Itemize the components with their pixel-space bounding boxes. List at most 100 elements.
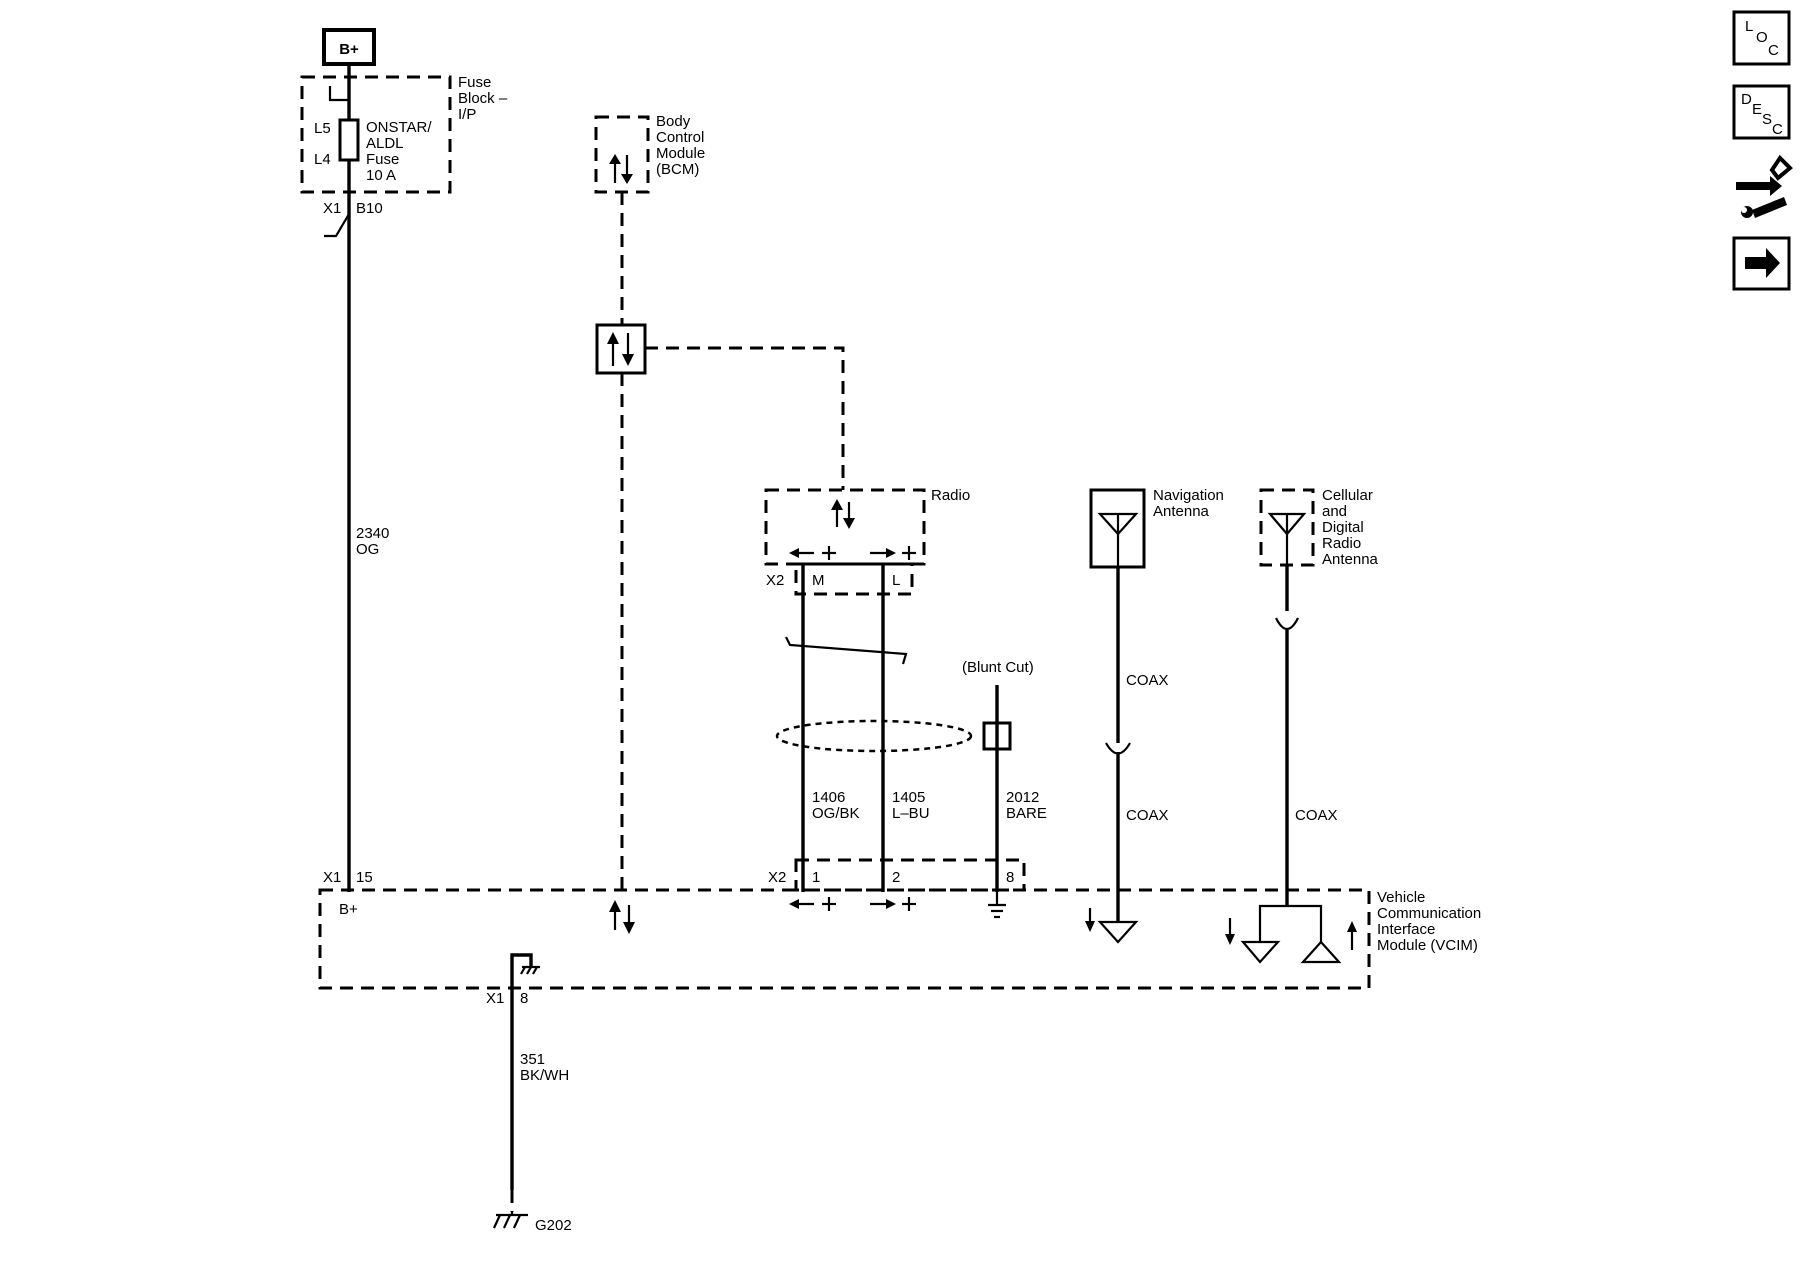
radio-pin-m: M: [812, 572, 825, 589]
nav-antenna-icon: [1097, 512, 1139, 567]
fuse-name-2: ALDL: [366, 135, 404, 152]
battery-box: B+: [322, 28, 376, 66]
nav-coax-label-1: COAX: [1126, 672, 1169, 689]
svg-text:D: D: [1741, 91, 1752, 108]
battery-label: B+: [339, 41, 359, 58]
vcim-pin-1: 1: [812, 869, 820, 886]
vcim-x2-connector: [794, 858, 1026, 892]
radio-pin-l: L: [892, 572, 900, 589]
radio-pin-m-arrow-icon: [789, 546, 836, 560]
wire-2340-circuit: 2340: [356, 525, 389, 542]
cell-antenna-icon: [1267, 512, 1307, 565]
cell-antenna-label-5: Antenna: [1322, 551, 1379, 568]
fuse-name-1: ONSTAR/: [366, 119, 432, 136]
twisted-pair-symbol: [785, 636, 908, 665]
service-tools-icon[interactable]: [1732, 154, 1793, 225]
radio-conn-x2: X2: [766, 572, 784, 589]
svg-text:L: L: [1745, 18, 1753, 35]
svg-text:C: C: [1772, 121, 1783, 138]
nav-coax-connector: [1105, 742, 1131, 755]
bcm-serial-data-icon: [609, 154, 633, 184]
fuse-block-label-2: Block –: [458, 90, 508, 107]
bcm-label-3: Module: [656, 145, 705, 162]
radio-x2-connector: [794, 562, 914, 596]
wire-2340-color: OG: [356, 541, 379, 558]
blunt-cut-label: (Blunt Cut): [962, 659, 1034, 676]
description-button[interactable]: D E S C: [1732, 84, 1791, 140]
fuse-block-label-3: I/P: [458, 106, 476, 123]
bcm-box: [594, 115, 650, 194]
shield-drain-symbol: [775, 719, 973, 753]
vcim-pin-8: 8: [1006, 869, 1014, 886]
vcim-pin-2: 2: [892, 869, 900, 886]
fuse-symbol: [338, 118, 360, 162]
nav-coax-label-2: COAX: [1126, 807, 1169, 824]
wire-351-color: BK/WH: [520, 1067, 569, 1084]
radio-label: Radio: [931, 487, 970, 504]
connector-break: [324, 213, 350, 238]
vcim-pin-8-ground: 8: [520, 990, 528, 1007]
next-arrow-button[interactable]: [1732, 236, 1791, 291]
ground-label: G202: [535, 1217, 572, 1234]
fuse-pin-l5: L5: [314, 120, 331, 137]
wire-2012-color: BARE: [1006, 805, 1047, 822]
radio-data-line: [645, 346, 845, 490]
cell-antenna-label-2: and: [1322, 503, 1347, 520]
fuse-term-b10: B10: [356, 200, 383, 217]
wire-2012-circuit: 2012: [1006, 789, 1039, 806]
bcm-label-1: Body: [656, 113, 691, 130]
bcm-label-4: (BCM): [656, 161, 699, 178]
vcim-label-1: Vehicle: [1377, 889, 1425, 906]
cell-antenna-label-1: Cellular: [1322, 487, 1373, 504]
fuse-rating: 10 A: [366, 167, 396, 184]
fuse-block-box: [300, 75, 452, 194]
svg-text:C: C: [1768, 42, 1779, 59]
vcim-pin-15: 15: [356, 869, 373, 886]
vcim-cell-antenna-io-icon: [1225, 904, 1357, 964]
vcim-conn-x1-ground: X1: [486, 990, 504, 1007]
wire-1406-color: OG/BK: [812, 805, 860, 822]
wire-351-circuit: 351: [520, 1051, 545, 1068]
wire-1406-circuit: 1406: [812, 789, 845, 806]
fuse-conn-x1: X1: [323, 200, 341, 217]
cell-coax-label: COAX: [1295, 807, 1338, 824]
svg-text:O: O: [1756, 29, 1768, 46]
radio-pin-l-arrow-icon: [870, 546, 916, 560]
busbar-hook: [328, 86, 349, 102]
vcim-pin1-arrow-icon: [789, 897, 836, 911]
wire-1405-color: L–BU: [892, 805, 930, 822]
vcim-nav-input-arrow-icon: [1085, 908, 1095, 932]
vcim-conn-x1: X1: [323, 869, 341, 886]
vcim-label-4: Module (VCIM): [1377, 937, 1478, 954]
serial-data-splice: [595, 323, 647, 375]
vcim-conn-x2: X2: [768, 869, 786, 886]
location-button[interactable]: L O C: [1732, 10, 1791, 66]
radio-data-icon: [831, 499, 855, 529]
vcim-data-icon: [609, 900, 635, 934]
vcim-nav-antenna-input-icon: [1097, 920, 1139, 944]
svg-text:E: E: [1752, 101, 1762, 118]
arrow-right-icon: [1745, 248, 1780, 278]
splice-data-arrows-icon: [607, 332, 634, 366]
vcim-box: [318, 888, 1371, 990]
vcim-bplus: B+: [339, 901, 358, 918]
wire-1405-circuit: 1405: [892, 789, 925, 806]
fuse-pin-l4: L4: [314, 151, 331, 168]
cell-antenna-label-4: Radio: [1322, 535, 1361, 552]
vcim-label-2: Communication: [1377, 905, 1481, 922]
vcim-ground-bracket: [510, 953, 533, 990]
bcm-label-2: Control: [656, 129, 704, 146]
vcim-internal-ground-icon: [520, 965, 540, 975]
vcim-pin2-arrow-icon: [870, 897, 916, 911]
vcim-chassis-ground-icon: [988, 892, 1006, 919]
radio-box: [764, 488, 926, 566]
fuse-name-3: Fuse: [366, 151, 399, 168]
cell-antenna-label-3: Digital: [1322, 519, 1364, 536]
vcim-label-3: Interface: [1377, 921, 1435, 938]
ground-g202-icon: [493, 1212, 528, 1229]
nav-antenna-label-2: Antenna: [1153, 503, 1210, 520]
fuse-block-label-1: Fuse: [458, 74, 491, 91]
cell-coax-connector: [1275, 617, 1299, 631]
nav-antenna-label-1: Navigation: [1153, 487, 1224, 504]
